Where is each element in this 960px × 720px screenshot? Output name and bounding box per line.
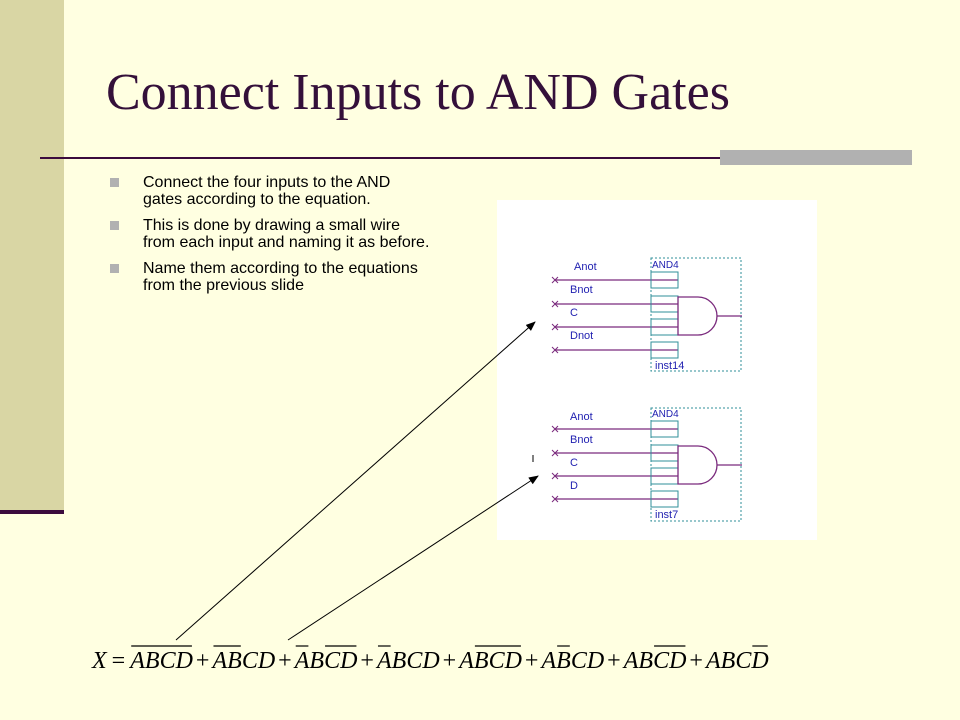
gate-bounding-box bbox=[650, 407, 742, 522]
bullet-square-icon bbox=[110, 264, 119, 273]
plus-sign: + bbox=[360, 648, 374, 674]
input-label: Bnot bbox=[570, 284, 593, 296]
equation-variable: C bbox=[324, 648, 341, 674]
equation-variable: C bbox=[242, 648, 259, 674]
arrow-term1-to-gate1 bbox=[175, 321, 536, 641]
gate-type-label: AND4 bbox=[652, 409, 679, 420]
schematic-panel bbox=[497, 200, 817, 540]
bullet-item: Connect the four inputs to the AND gates… bbox=[110, 174, 430, 208]
equation-variable: A bbox=[128, 648, 145, 674]
input-label: Anot bbox=[574, 261, 597, 273]
bullet-list: Connect the four inputs to the AND gates… bbox=[110, 174, 430, 303]
equation-variable: B bbox=[145, 648, 160, 674]
left-decor-accent bbox=[0, 510, 64, 514]
input-label: C bbox=[570, 457, 578, 469]
equation-variable: D bbox=[339, 648, 357, 674]
plus-sign: + bbox=[196, 648, 210, 674]
equation-variable: B bbox=[556, 648, 571, 674]
equation-variable: D bbox=[668, 648, 686, 674]
bullet-item: This is done by drawing a small wire fro… bbox=[110, 217, 430, 251]
bullet-text: This is done by drawing a small wire fro… bbox=[143, 217, 430, 251]
and-gate-body bbox=[677, 296, 718, 336]
equation-variable: B bbox=[392, 648, 407, 674]
input-label: C bbox=[570, 307, 578, 319]
pin-boxes bbox=[650, 420, 679, 508]
equation-variable: A bbox=[210, 648, 227, 674]
equation-variable: B bbox=[309, 648, 324, 674]
input-label: D bbox=[570, 480, 578, 492]
equation-variable: A bbox=[293, 648, 310, 674]
input-label: Bnot bbox=[570, 434, 593, 446]
equation-variable: C bbox=[406, 648, 423, 674]
slide-title: Connect Inputs to AND Gates bbox=[106, 64, 730, 121]
pin-boxes bbox=[650, 271, 679, 359]
plus-sign: + bbox=[689, 648, 703, 674]
equation-variable: D bbox=[257, 648, 275, 674]
equation-variable: C bbox=[735, 648, 752, 674]
bullet-text: Connect the four inputs to the AND gates… bbox=[143, 174, 391, 208]
gate-instance-label: inst14 bbox=[655, 360, 684, 372]
pin-x-marks bbox=[551, 276, 559, 354]
plus-sign: + bbox=[278, 648, 292, 674]
equation-variable: D bbox=[586, 648, 604, 674]
equation-variable: A bbox=[375, 648, 392, 674]
bullet-item: Name them according to the equations fro… bbox=[110, 260, 430, 294]
bullet-square-icon bbox=[110, 221, 119, 230]
equation-variable: D bbox=[504, 648, 522, 674]
equation-lhs: X bbox=[91, 648, 108, 674]
input-label: Dnot bbox=[570, 330, 593, 342]
equation-variable: A bbox=[457, 648, 474, 674]
equation-variable: A bbox=[704, 648, 721, 674]
plus-sign: + bbox=[607, 648, 621, 674]
equation-variable: C bbox=[653, 648, 670, 674]
equation-variable: D bbox=[175, 648, 193, 674]
and-gate-inst7: Anot Bnot C D AND4 inst7 bbox=[551, 407, 742, 522]
input-label: Anot bbox=[570, 411, 593, 423]
equation-variable: B bbox=[721, 648, 736, 674]
arrow-term2-to-gate2 bbox=[287, 475, 539, 641]
left-decor-bar bbox=[0, 0, 64, 512]
equation-variable: D bbox=[750, 648, 768, 674]
pin-x-marks bbox=[551, 425, 559, 503]
equation-variable: B bbox=[474, 648, 489, 674]
equation-variable: C bbox=[571, 648, 588, 674]
equation-variable: C bbox=[489, 648, 506, 674]
gate-bounding-box bbox=[650, 257, 742, 372]
and-gate-inst14: Anot Bnot C Dnot AND4 inst14 bbox=[551, 257, 742, 372]
and-gate-body bbox=[677, 445, 718, 485]
equation-variable: C bbox=[160, 648, 177, 674]
equation-variable: D bbox=[421, 648, 439, 674]
plus-sign: + bbox=[443, 648, 457, 674]
title-underline-accent bbox=[720, 150, 912, 165]
equals-sign: = bbox=[112, 648, 126, 674]
bullet-text: Name them according to the equations fro… bbox=[143, 260, 418, 294]
equation-variable: A bbox=[622, 648, 639, 674]
equation-variable: B bbox=[227, 648, 242, 674]
gate-instance-label: inst7 bbox=[655, 509, 678, 521]
bullet-square-icon bbox=[110, 178, 119, 187]
gate-type-label: AND4 bbox=[652, 260, 679, 271]
plus-sign: + bbox=[525, 648, 539, 674]
title-underline bbox=[40, 157, 912, 159]
equation-variable: B bbox=[638, 648, 653, 674]
equation-variable: A bbox=[539, 648, 556, 674]
